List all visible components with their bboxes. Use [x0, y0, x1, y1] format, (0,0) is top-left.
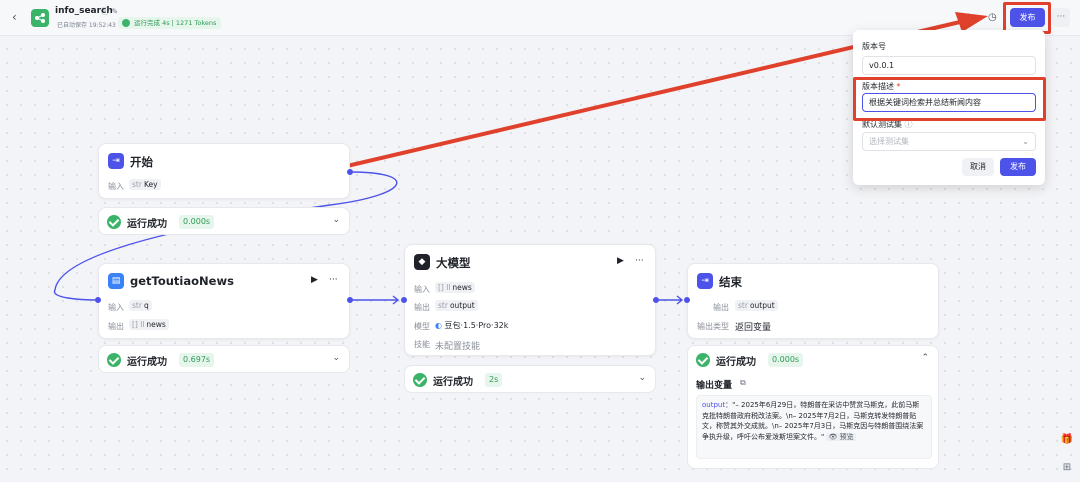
input-label: 输入	[414, 285, 430, 294]
toutiao-run-status[interactable]: 运行成功 0.697s ⌄	[98, 345, 350, 373]
input-label: 输入	[108, 303, 124, 312]
description-label: 版本描述 *	[862, 82, 901, 91]
output-port[interactable]	[347, 297, 353, 303]
end-icon: ⇥	[697, 273, 713, 289]
copy-icon[interactable]: ⧉	[740, 378, 746, 387]
run-node-icon[interactable]: ▶	[311, 275, 318, 285]
chevron-up-icon[interactable]: ⌃	[921, 353, 929, 363]
node-title: 大模型	[436, 256, 471, 270]
input-port[interactable]	[95, 297, 101, 303]
success-icon	[413, 373, 427, 387]
input-port[interactable]	[401, 297, 407, 303]
more-menu-button[interactable]: ···	[1052, 8, 1070, 27]
success-icon	[696, 353, 710, 367]
apps-icon[interactable]: ⊞	[1062, 462, 1072, 473]
run-status-badge: 运行完成 4s | 1271 Tokens	[118, 17, 222, 29]
output-label: 输出	[108, 322, 124, 331]
llm-run-status[interactable]: 运行成功 2s ⌄	[404, 365, 656, 393]
status-text: 运行成功	[127, 219, 167, 230]
doubao-icon: ◐	[435, 321, 442, 330]
skill-value: 未配置技能	[435, 342, 481, 352]
info-edit-icon[interactable]: ⓘ ✎	[101, 7, 119, 16]
input-label: 输入	[108, 182, 124, 191]
llm-icon: ◆	[414, 254, 430, 270]
version-input[interactable]: v0.0.1	[862, 56, 1036, 75]
autosave-text: 已自动保存 19:52:43	[57, 22, 116, 29]
output-port[interactable]	[347, 169, 353, 175]
confirm-publish-button[interactable]: 发布	[1000, 158, 1036, 176]
top-bar: ‹ info_search ⓘ ✎ 已自动保存 19:52:43 运行完成 4s…	[0, 0, 1080, 36]
var-text: ："– 2025年6月29日，特朗普在采访中赞赏马斯克，此前马斯克批特朗普政府税…	[702, 401, 924, 441]
run-node-icon[interactable]: ▶	[617, 256, 624, 266]
output-port[interactable]	[653, 297, 659, 303]
chevron-down-icon[interactable]: ⌄	[332, 353, 340, 363]
input-port[interactable]	[684, 297, 690, 303]
duration-badge: 2s	[485, 373, 503, 387]
workflow-logo-icon	[31, 9, 49, 27]
node-title: 开始	[130, 155, 153, 169]
node-more-icon[interactable]: ···	[329, 275, 338, 285]
output-var-title: 输出变量	[696, 381, 733, 391]
app-title: info_search	[55, 6, 113, 16]
check-icon	[122, 19, 130, 27]
output-var-box: output："– 2025年6月29日，特朗普在采访中赞赏马斯克，此前马斯克批…	[696, 395, 932, 459]
output-kind-label: 输出类型	[697, 322, 729, 331]
duration-badge: 0.000s	[768, 353, 804, 367]
output-label: 输出	[713, 303, 729, 312]
skill-label: 技能	[414, 340, 430, 349]
gift-icon[interactable]: 🎁	[1060, 434, 1074, 445]
success-icon	[107, 353, 121, 367]
testset-label: 默认测试集 ⓘ	[862, 120, 913, 129]
start-icon: ⇥	[108, 153, 124, 169]
info-icon: ⓘ	[902, 120, 913, 129]
history-icon[interactable]: ◷	[988, 12, 997, 23]
model-value: ◐ 豆包·1.5·Pro·32k	[435, 321, 509, 330]
output-kind-value: 返回变量	[735, 323, 772, 333]
duration-badge: 0.000s	[179, 215, 215, 229]
chevron-down-icon[interactable]: ⌄	[638, 373, 646, 383]
status-text: 运行成功	[716, 357, 756, 368]
version-label: 版本号	[862, 42, 886, 51]
start-run-status[interactable]: 运行成功 0.000s ⌄	[98, 207, 350, 235]
annotation-description-highlight	[853, 77, 1046, 121]
status-text: 运行成功	[433, 377, 473, 388]
chevron-down-icon: ⌄	[1022, 137, 1029, 146]
preview-button[interactable]: 👁 预览	[826, 432, 856, 441]
output-label: 输出	[414, 303, 430, 312]
back-button[interactable]: ‹	[12, 10, 17, 24]
status-text: 运行成功	[127, 357, 167, 368]
success-icon	[107, 215, 121, 229]
plugin-icon: ▤	[108, 273, 124, 289]
node-title: 结束	[719, 275, 742, 289]
node-title: getToutiaoNews	[130, 274, 234, 288]
model-label: 模型	[414, 322, 430, 331]
chevron-down-icon[interactable]: ⌄	[332, 215, 340, 225]
publish-button[interactable]: 发布	[1010, 8, 1045, 27]
testset-select[interactable]: 选择测试集⌄	[862, 132, 1036, 151]
duration-badge: 0.697s	[179, 353, 215, 367]
node-more-icon[interactable]: ···	[635, 256, 644, 266]
var-key: output	[702, 401, 726, 409]
cancel-button[interactable]: 取消	[962, 158, 994, 176]
description-input[interactable]: 根据关键词检索并总结新闻内容	[862, 93, 1036, 112]
